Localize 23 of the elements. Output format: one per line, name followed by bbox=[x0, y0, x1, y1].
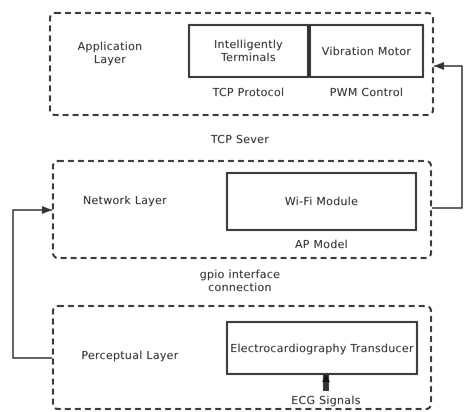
component-label: Electrocardiography Transducer bbox=[230, 342, 414, 354]
layer-heading: Network Layer bbox=[82, 194, 168, 207]
component-box bbox=[188, 24, 309, 78]
annotation-text: gpio interface connection bbox=[198, 268, 282, 294]
component-label: Vibration Motor bbox=[322, 44, 412, 58]
component-caption: TCP Protocol bbox=[212, 86, 286, 99]
layer-container bbox=[52, 160, 432, 259]
layer-heading: Perceptual Layer bbox=[80, 349, 180, 362]
connector-arrow bbox=[432, 62, 463, 209]
component-box bbox=[226, 321, 418, 375]
component-box bbox=[309, 24, 424, 78]
layer-container bbox=[52, 305, 432, 410]
signal-label: ECG Signals bbox=[291, 394, 361, 406]
connector-arrow bbox=[12, 206, 52, 359]
component-label: Intelligently Terminals bbox=[213, 38, 284, 64]
component-caption: PWM Control bbox=[328, 86, 404, 99]
component-caption: AP Model bbox=[294, 238, 350, 251]
component-box bbox=[226, 172, 417, 231]
thick-arrow bbox=[322, 374, 330, 391]
layer-container bbox=[49, 12, 434, 116]
annotation-text: TCP Sever bbox=[210, 133, 270, 146]
layer-heading: Application Layer bbox=[76, 40, 144, 66]
component-label: Wi-Fi Module bbox=[284, 195, 358, 208]
